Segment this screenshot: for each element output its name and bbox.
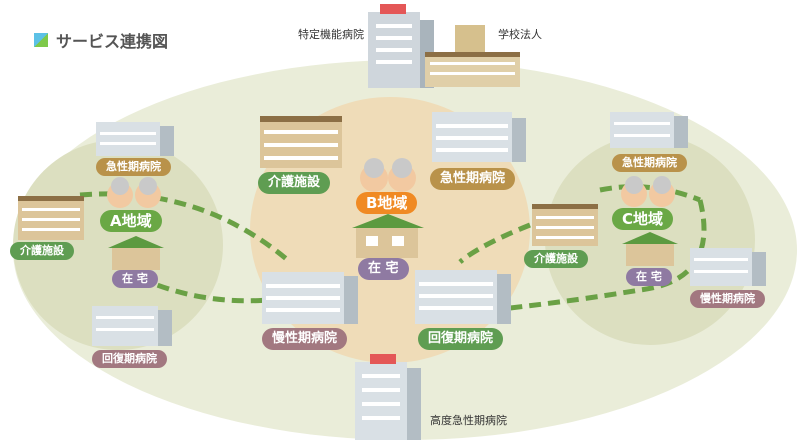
right-acute-building	[610, 112, 688, 148]
left-home-badge: 在 宅	[112, 270, 158, 288]
title-text: サービス連携図	[56, 32, 169, 51]
right-acute-badge: 急性期病院	[612, 154, 687, 172]
left-recovery-badge: 回復期病院	[92, 350, 167, 368]
link-a-to-chronic-low	[138, 275, 269, 304]
left-recovery-building	[92, 306, 172, 346]
link-c-to-recovery-low	[509, 199, 707, 311]
center-area-badge: B地域	[356, 192, 418, 214]
elderly-couple-b-icon	[360, 158, 416, 192]
link-c-top	[599, 184, 701, 203]
left-acute-badge: 急性期病院	[96, 158, 171, 176]
title-mark-icon	[34, 33, 48, 47]
center-home	[352, 214, 424, 258]
center-chronic-building	[262, 272, 358, 324]
right-area-badge: C地域	[612, 208, 674, 230]
center-care-badge: 介護施設	[258, 172, 331, 194]
elderly-couple-c-icon	[621, 176, 675, 207]
right-home-badge: 在 宅	[626, 268, 672, 286]
label-advanced-acute-hospital: 高度急性期病院	[430, 414, 507, 427]
center-chronic-badge: 慢性期病院	[262, 328, 348, 350]
label-school: 学校法人	[498, 28, 542, 41]
center-home-badge: 在 宅	[358, 258, 409, 280]
right-home	[622, 232, 678, 266]
elderly-couple-a-icon	[107, 177, 161, 208]
center-recovery-building	[415, 270, 511, 324]
right-care-badge: 介護施設	[524, 250, 588, 268]
right-chronic-badge: 慢性期病院	[690, 290, 765, 308]
left-area-badge: A地域	[100, 210, 162, 232]
center-recovery-badge: 回復期病院	[418, 328, 504, 350]
left-care-building	[18, 196, 84, 240]
link-c-to-recovery	[458, 222, 531, 264]
school-building	[425, 25, 520, 87]
center-acute-badge: 急性期病院	[430, 168, 516, 190]
right-care-building	[532, 204, 598, 246]
center-acute-building	[432, 112, 526, 162]
left-acute-building	[96, 122, 174, 156]
center-care-building	[260, 116, 342, 168]
label-tokutei-hospital: 特定機能病院	[298, 28, 364, 41]
diagram-title: サービス連携図	[34, 28, 168, 52]
left-care-badge: 介護施設	[10, 242, 74, 260]
tokutei-hospital-building	[368, 4, 434, 88]
left-home	[108, 236, 164, 270]
right-chronic-building	[690, 248, 766, 286]
bottom-hospital-building	[355, 354, 421, 440]
